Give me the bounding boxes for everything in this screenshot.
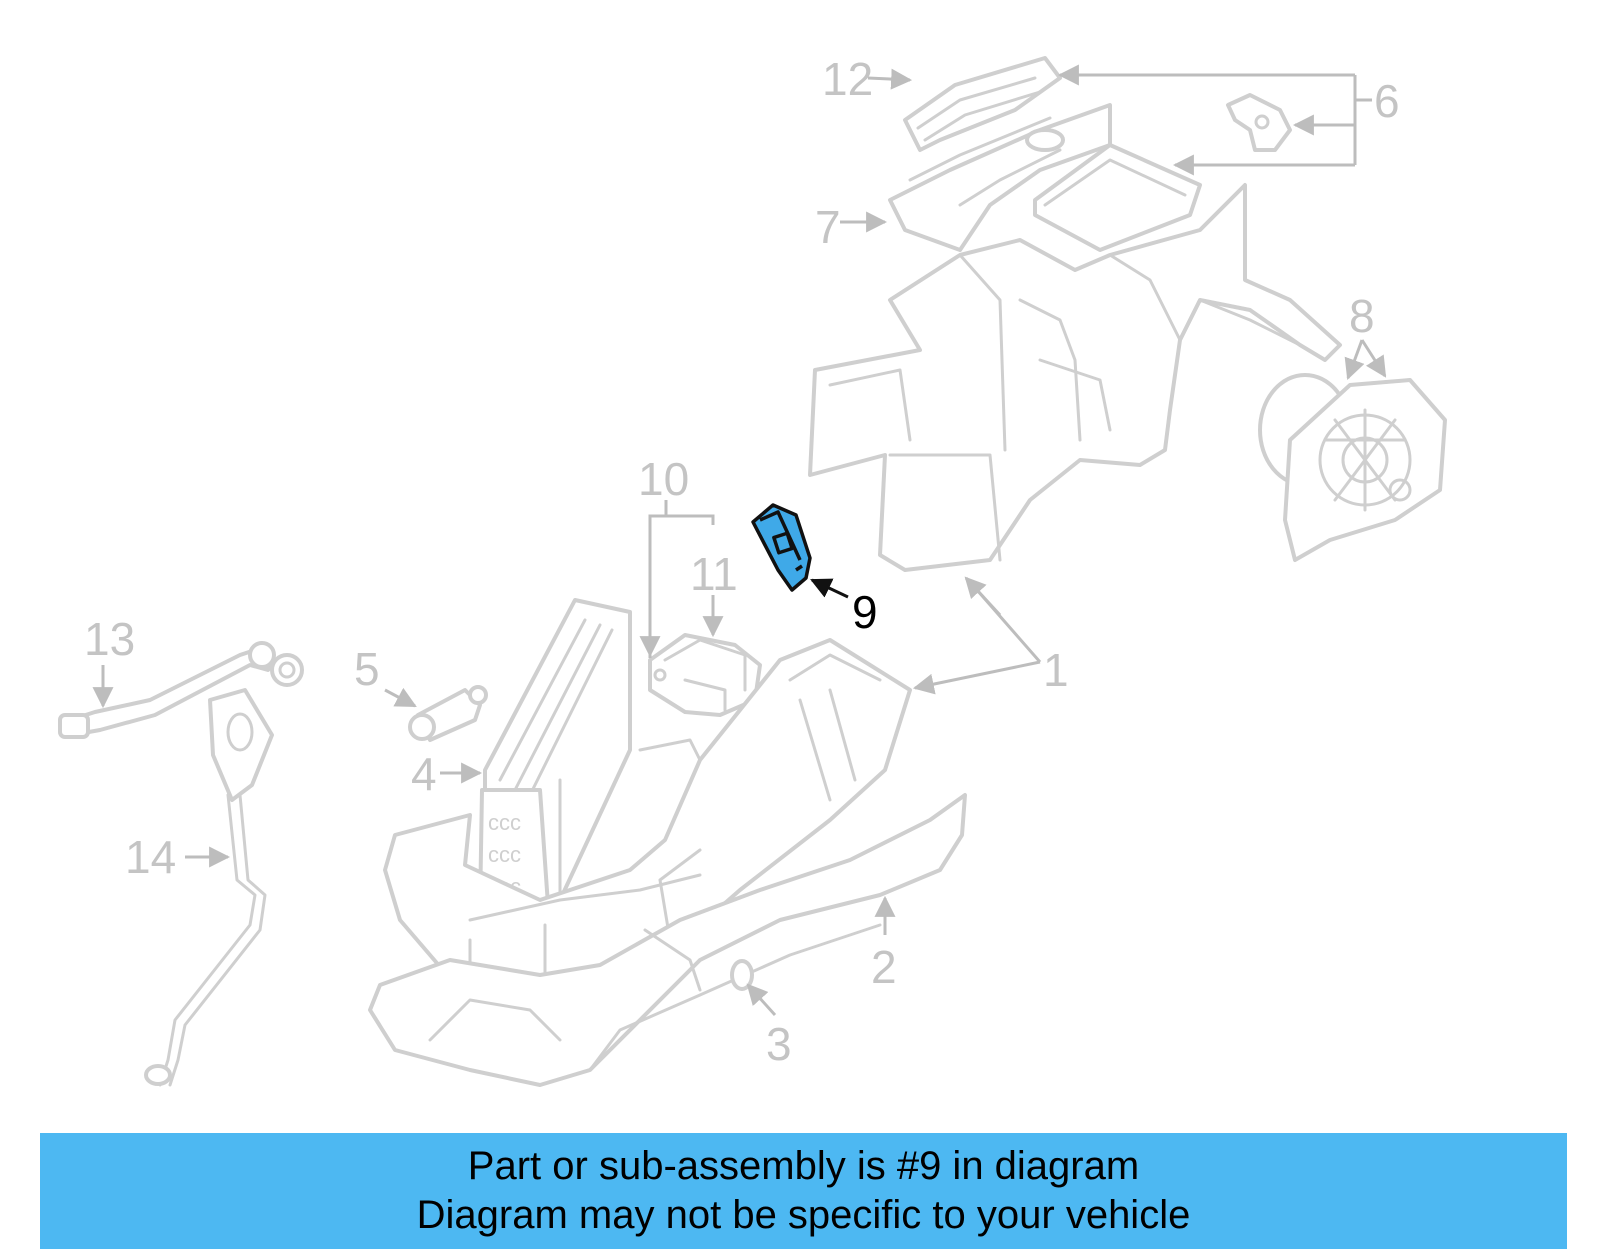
part-13-hose [58,641,304,739]
part-4-evaporator-core: ccc ccc ccc [478,598,632,912]
svg-text:ccc: ccc [488,810,521,835]
callout-7[interactable]: 7 [815,201,841,253]
part-14-pipe [144,688,274,1087]
banner-line-part-info: Part or sub-assembly is #9 in diagram [467,1144,1140,1188]
part-7-upper-duct [888,103,1112,252]
svg-text:ccc: ccc [488,842,521,867]
callout-9[interactable]: 9 [852,586,878,638]
callout-1[interactable]: 1 [1043,644,1069,696]
part-5-valve [408,685,488,742]
part-10-11-actuator [648,633,762,717]
part-12-door [903,56,1062,152]
callout-8[interactable]: 8 [1349,290,1375,342]
callout-labels: 12 6 7 8 10 11 9 1 13 5 4 14 2 3 [84,53,1400,1070]
callout-11[interactable]: 11 [690,548,738,600]
info-banner: Part or sub-assembly is #9 in diagram Di… [40,1133,1567,1249]
callout-10[interactable]: 10 [638,453,689,505]
part-3-fitting [730,959,754,991]
callout-3[interactable]: 3 [766,1018,792,1070]
leader-lines [92,64,1387,1017]
callout-6[interactable]: 6 [1374,75,1400,127]
top-cover-box [1033,143,1202,252]
part-8-blower-motor [1258,373,1447,562]
callout-13[interactable]: 13 [84,613,135,665]
part-6-clip [1226,93,1292,152]
callout-5[interactable]: 5 [354,643,380,695]
callout-12[interactable]: 12 [822,53,873,105]
callout-2[interactable]: 2 [871,941,897,993]
part-1-upper-housing [808,183,1342,572]
callout-4[interactable]: 4 [411,748,437,800]
banner-line-disclaimer: Diagram may not be specific to your vehi… [416,1193,1191,1237]
callout-14[interactable]: 14 [125,831,176,883]
part-9-resistor-highlighted[interactable] [751,503,812,592]
part-2-lower-duct [368,793,967,1087]
